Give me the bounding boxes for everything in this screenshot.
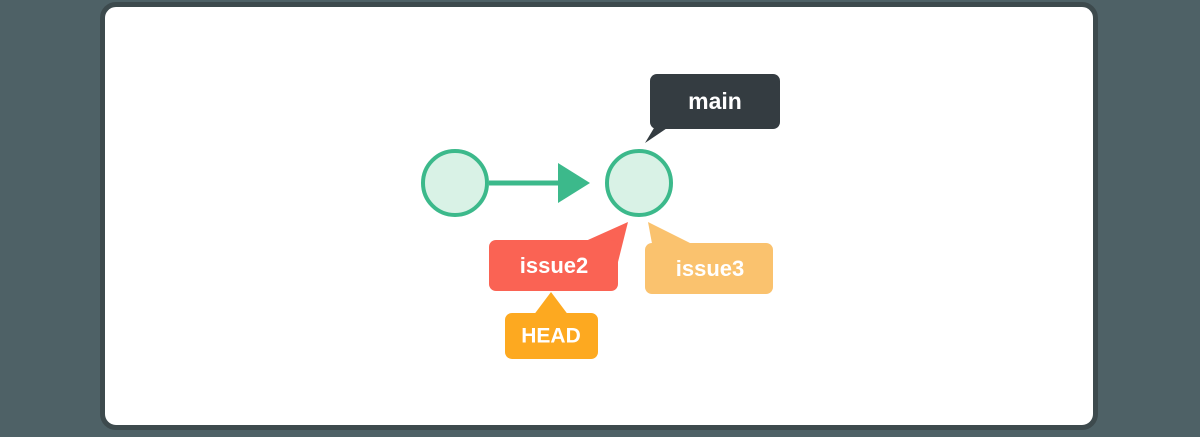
label-issue3[interactable]: issue3 (645, 222, 773, 294)
edge-arrowhead-icon (558, 163, 590, 203)
label-main-box (650, 74, 780, 129)
commit-node-1[interactable] (421, 149, 489, 217)
label-issue3-text: issue3 (676, 256, 745, 281)
label-issue2-box (489, 240, 618, 291)
label-main-text: main (688, 88, 742, 114)
label-head-text: HEAD (521, 325, 581, 348)
edge-commit1-to-commit2 (489, 163, 590, 203)
diagram-card (100, 2, 1098, 430)
label-issue2-text: issue2 (520, 253, 589, 278)
label-main[interactable]: main (645, 74, 780, 143)
label-issue2[interactable]: issue2 (489, 222, 628, 291)
commit-node-2[interactable] (605, 149, 673, 217)
label-issue3-box (645, 243, 773, 294)
label-head-box (505, 313, 598, 359)
label-head[interactable]: HEAD (505, 292, 598, 359)
